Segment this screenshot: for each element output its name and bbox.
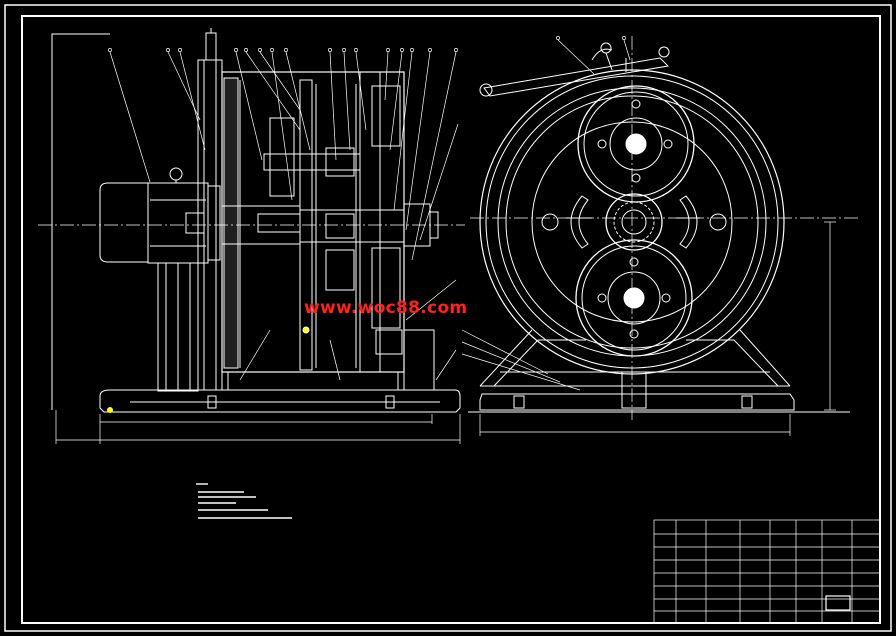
motor-stand: [157, 262, 199, 392]
side-view: [461, 36, 860, 436]
shafts: [221, 84, 439, 368]
motor: [99, 167, 221, 264]
upper-gear: [577, 85, 695, 203]
side-base: [468, 393, 850, 413]
dimension-lines-right: [479, 221, 836, 436]
inner-frame: [21, 15, 881, 624]
base-plate: [99, 389, 461, 413]
brake-lever: [479, 42, 670, 97]
leader-lines: [108, 48, 459, 381]
front-section-view: [38, 28, 465, 444]
lower-gear: [575, 239, 693, 357]
gear-housing: [221, 71, 405, 373]
watermark-text: www.woc88.com: [304, 298, 468, 318]
technical-notes: [196, 483, 292, 519]
title-block: [653, 519, 881, 624]
drum-stand: [479, 329, 791, 409]
leader-frame-left: [51, 33, 110, 410]
side-leaders: [461, 36, 631, 391]
vertical-column: [197, 28, 223, 391]
outer-frame: [4, 4, 892, 632]
center-pinion: [541, 193, 727, 251]
dimension-lines-left: [55, 410, 461, 444]
